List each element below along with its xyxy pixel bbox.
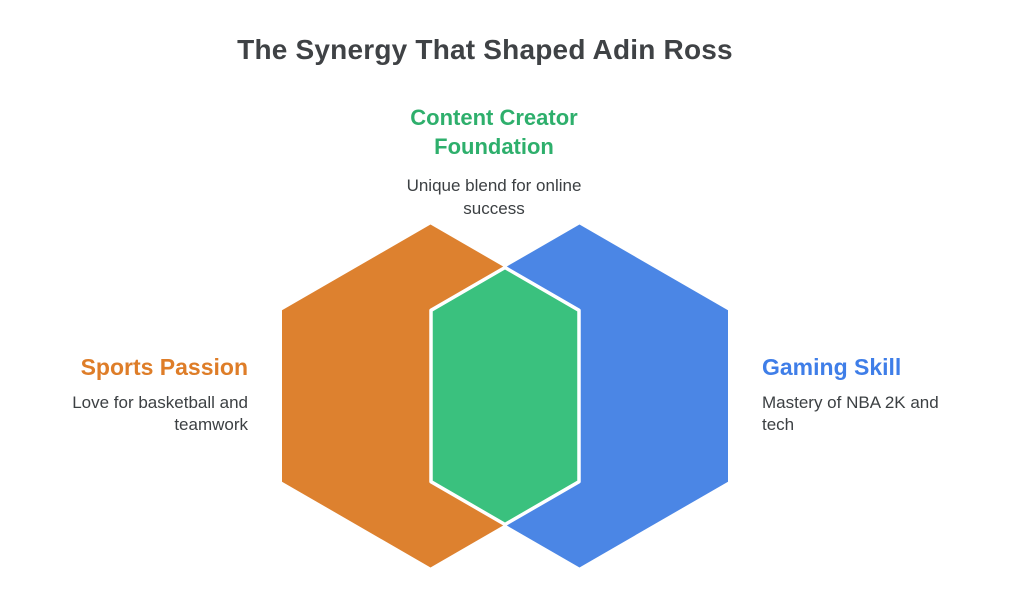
gaming-description-line1: Mastery of NBA 2K and xyxy=(762,393,939,412)
sports-description-line1: Love for basketball and xyxy=(72,393,248,412)
page-title: The Synergy That Shaped Adin Ross xyxy=(237,34,733,65)
sports-heading: Sports Passion xyxy=(80,354,248,380)
center-heading-line1: Content Creator xyxy=(410,105,578,130)
sports-description: Love for basketball and teamwork xyxy=(0,392,248,436)
center-heading: Content Creator Foundation xyxy=(334,103,654,161)
sports-description-line2: teamwork xyxy=(174,415,248,434)
center-heading-line2: Foundation xyxy=(434,134,554,159)
gaming-description-line2: tech xyxy=(762,415,795,434)
left-label-block: Sports Passion Love for basketball and t… xyxy=(0,352,248,436)
gaming-heading: Gaming Skill xyxy=(762,354,902,380)
gaming-description: Mastery of NBA 2K and tech xyxy=(762,392,1020,436)
overlap-hexagon xyxy=(429,265,581,527)
center-label-block: Content Creator Foundation Unique blend … xyxy=(334,103,654,220)
right-label-block: Gaming Skill Mastery of NBA 2K and tech xyxy=(762,352,1020,436)
center-description: Unique blend for online success xyxy=(334,174,654,220)
center-description-line1: Unique blend for online xyxy=(406,176,582,195)
center-description-line2: success xyxy=(463,199,525,218)
